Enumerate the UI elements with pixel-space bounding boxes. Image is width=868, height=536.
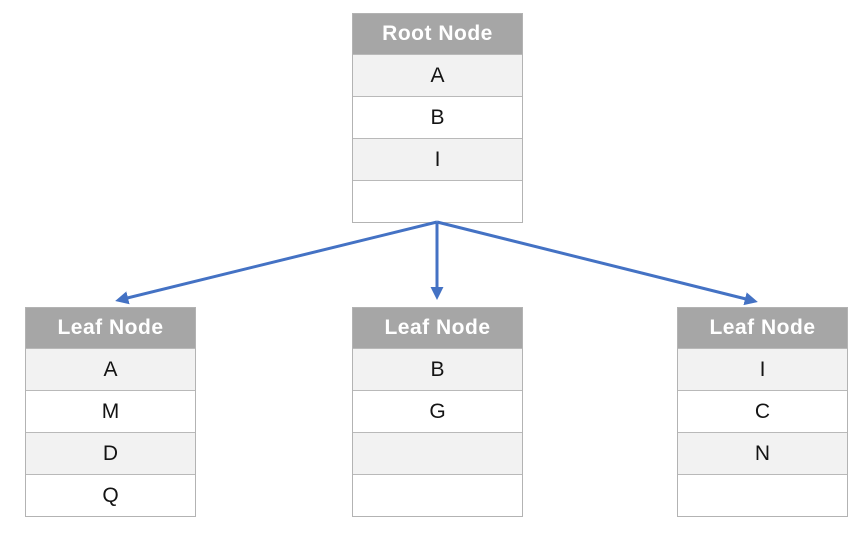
leaf-node-3-cell-3: N [678, 432, 847, 474]
leaf-node-1-title: Leaf Node [26, 308, 195, 348]
leaf-node-table-3: Leaf Node I C N [677, 307, 848, 517]
arrow-root-to-leaf-1 [115, 220, 438, 305]
leaf-node-table-1: Leaf Node A M D Q [25, 307, 196, 517]
leaf-node-table-2: Leaf Node B G [352, 307, 523, 517]
leaf-node-1-cell-3: D [26, 432, 195, 474]
leaf-node-2-title: Leaf Node [353, 308, 522, 348]
root-node-title-label: Root Node [382, 22, 493, 45]
leaf-node-2-title-label: Leaf Node [384, 316, 491, 339]
root-node-table: Root Node A B I [352, 13, 523, 223]
root-node-title: Root Node [353, 14, 522, 54]
arrow-root-to-leaf-3 [436, 220, 758, 306]
leaf-node-2-cell-1: B [353, 348, 522, 390]
leaf-node-3-title: Leaf Node [678, 308, 847, 348]
leaf-node-1-cell-1: A [26, 348, 195, 390]
leaf-node-3-title-label: Leaf Node [709, 316, 816, 339]
leaf-node-3-cell-2: C [678, 390, 847, 432]
leaf-node-3-cell-4 [678, 474, 847, 516]
leaf-node-2-cell-4 [353, 474, 522, 516]
root-node-cell-3: I [353, 138, 522, 180]
leaf-node-2-cell-3 [353, 432, 522, 474]
leaf-node-2-cell-2: G [353, 390, 522, 432]
root-node-cell-1: A [353, 54, 522, 96]
leaf-node-3-cell-1: I [678, 348, 847, 390]
leaf-node-1-title-label: Leaf Node [57, 316, 164, 339]
leaf-node-1-cell-2: M [26, 390, 195, 432]
root-node-cell-4 [353, 180, 522, 222]
leaf-node-1-cell-4: Q [26, 474, 195, 516]
root-node-cell-2: B [353, 96, 522, 138]
